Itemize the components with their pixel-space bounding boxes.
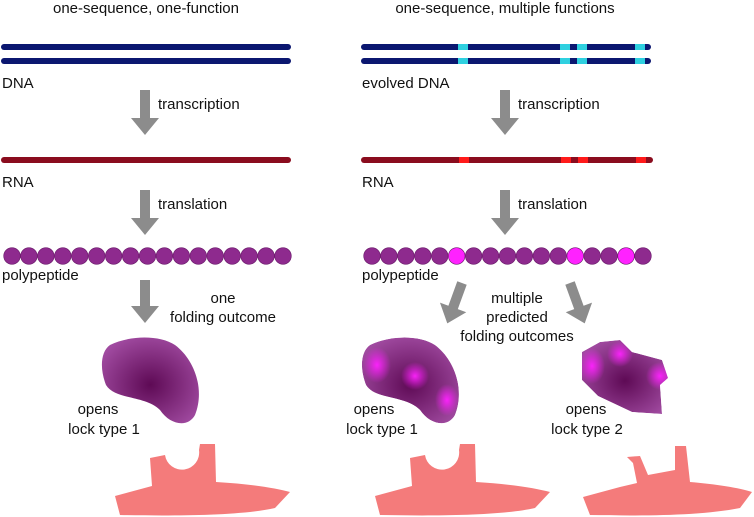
left-lock-type-1 (115, 444, 290, 516)
amino-acid-bead-mutated (448, 247, 466, 265)
amino-acid-bead (20, 247, 38, 265)
amino-acid-bead (600, 247, 618, 265)
right-folding-line2: predicted (486, 309, 548, 326)
right-dna-label: evolved DNA (362, 75, 450, 92)
right-rna-label: RNA (362, 174, 394, 191)
right-protein1-line1: opens (354, 401, 395, 418)
amino-acid-bead (363, 247, 381, 265)
amino-acid-bead (397, 247, 415, 265)
arrow-icon (491, 90, 519, 135)
right-protein-1 (361, 337, 459, 424)
right-protein2-line1: opens (566, 401, 607, 418)
dna-mutations (458, 44, 645, 64)
amino-acid-bead (71, 247, 89, 265)
right-folding-line3: folding outcomes (460, 328, 573, 345)
amino-acid-bead-mutated (566, 247, 584, 265)
right-polypeptide-label: polypeptide (362, 267, 439, 284)
amino-acid-bead (257, 247, 275, 265)
right-folding-line1: multiple (491, 290, 543, 307)
amino-acid-bead (380, 247, 398, 265)
amino-acid-bead (223, 247, 241, 265)
amino-acid-bead (172, 247, 190, 265)
arrow-icon (131, 90, 159, 135)
amino-acid-bead (414, 247, 432, 265)
arrows (131, 90, 593, 324)
right-dna (361, 44, 651, 64)
left-protein-line1: opens (78, 401, 119, 418)
left-dna-label: DNA (2, 75, 34, 92)
right-title: one-sequence, multiple functions (395, 0, 614, 17)
amino-acid-bead (549, 247, 567, 265)
amino-acid-bead (431, 247, 449, 265)
amino-acid-bead (206, 247, 224, 265)
right-protein1-line2: lock type 1 (346, 421, 418, 438)
arrow-icon (565, 281, 593, 324)
amino-acid-bead (88, 247, 106, 265)
arrow-icon (131, 190, 159, 235)
left-polypeptide (3, 247, 292, 265)
left-transcription-label: transcription (158, 96, 240, 113)
amino-acid-bead-mutated (617, 247, 635, 265)
left-rna-label: RNA (2, 174, 34, 191)
amino-acid-bead (155, 247, 174, 265)
amino-acid-bead (583, 247, 601, 265)
arrow-icon (131, 280, 159, 323)
amino-acid-bead (481, 247, 500, 265)
right-lock-type-1 (375, 444, 550, 516)
amino-acid-bead (138, 247, 157, 265)
amino-acid-bead (121, 247, 140, 265)
amino-acid-bead (240, 247, 258, 265)
left-protein (101, 337, 199, 424)
left-polypeptide-label: polypeptide (2, 267, 79, 284)
left-protein-line2: lock type 1 (68, 421, 140, 438)
amino-acid-bead (515, 247, 534, 265)
right-protein2-line2: lock type 2 (551, 421, 623, 438)
left-dna (1, 44, 291, 64)
left-translation-label: translation (158, 196, 227, 213)
right-transcription-label: transcription (518, 96, 600, 113)
right-rna (361, 157, 653, 163)
right-lock-type-2 (583, 446, 752, 516)
amino-acid-bead (3, 247, 21, 265)
left-folding-line1: one (210, 290, 235, 307)
amino-acid-bead (498, 247, 517, 265)
left-title: one-sequence, one-function (53, 0, 239, 17)
left-folding-line2: folding outcome (170, 309, 276, 326)
arrow-icon (439, 281, 467, 324)
right-translation-label: translation (518, 196, 587, 213)
amino-acid-bead (274, 247, 292, 265)
amino-acid-bead (465, 247, 483, 265)
right-polypeptide (363, 247, 652, 265)
amino-acid-bead (189, 247, 207, 265)
amino-acid-bead (37, 247, 55, 265)
amino-acid-bead (105, 247, 123, 265)
amino-acid-bead (532, 247, 550, 265)
amino-acid-bead (54, 247, 72, 265)
arrow-icon (491, 190, 519, 235)
amino-acid-bead (634, 247, 652, 265)
